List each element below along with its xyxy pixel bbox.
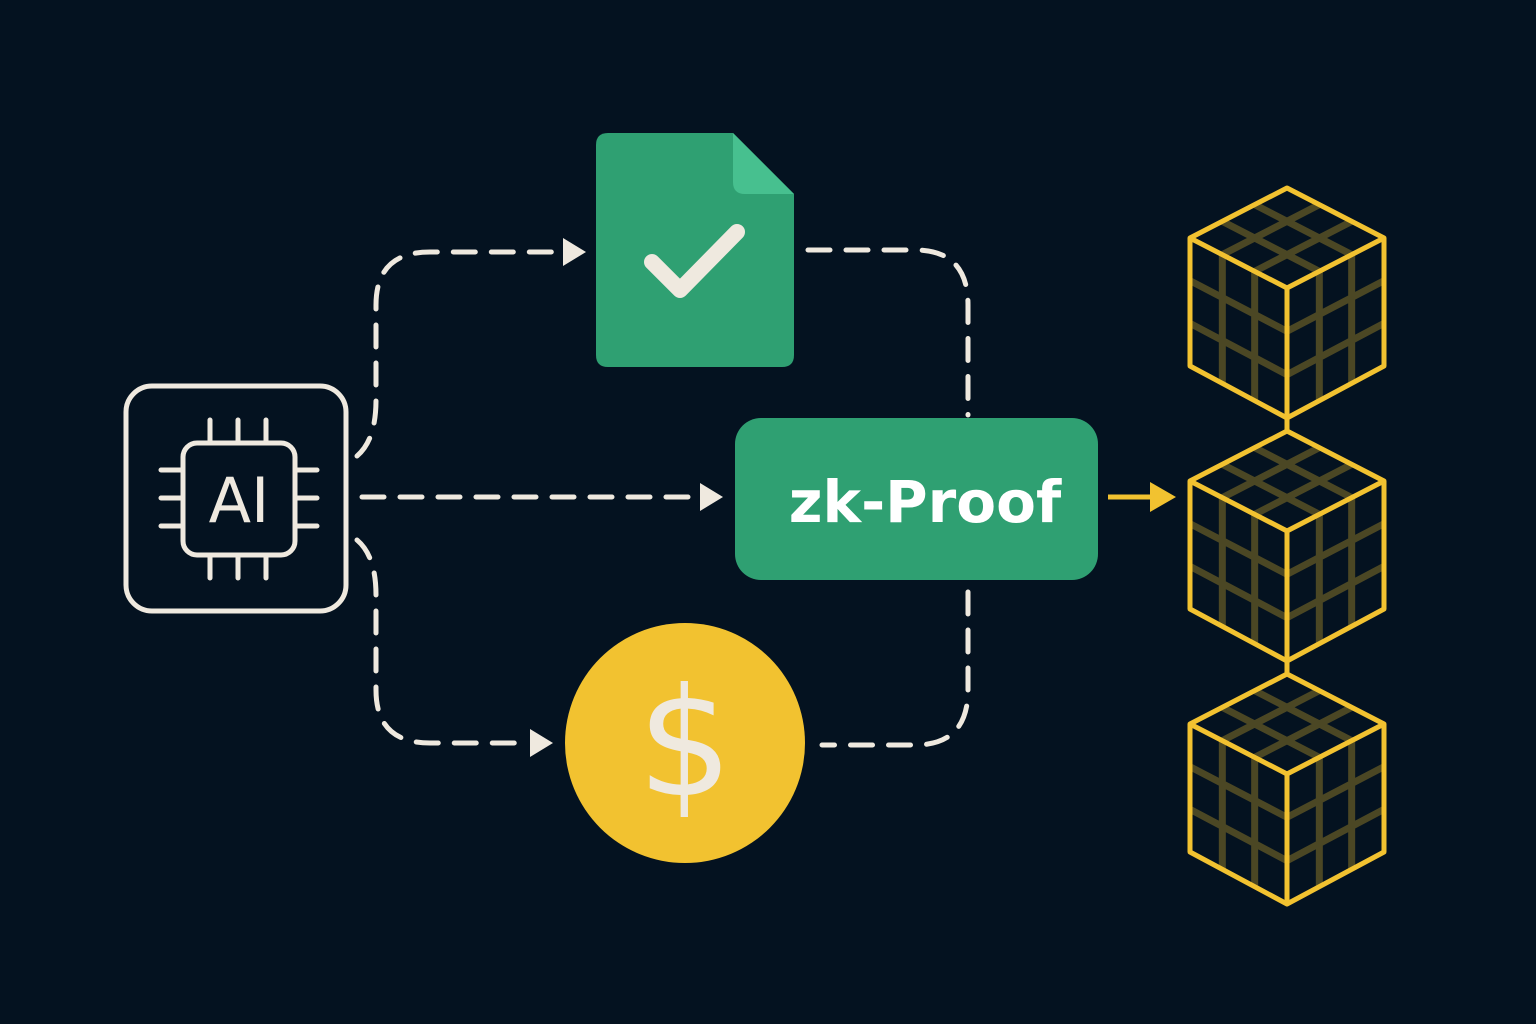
coin-label: $ bbox=[637, 657, 732, 831]
block-cube bbox=[1187, 185, 1387, 431]
connector-ai-to-coin bbox=[354, 537, 533, 746]
connector-document-to-proof bbox=[805, 247, 971, 418]
zk-proof-node: zk-Proof bbox=[735, 418, 1098, 580]
cube-outline bbox=[1187, 671, 1387, 907]
checkmark-icon bbox=[644, 224, 745, 298]
connector-ai-to-document bbox=[354, 249, 563, 459]
dollar-coin-icon: $ bbox=[565, 623, 805, 863]
ai-chip-icon: AI bbox=[123, 383, 349, 614]
arrowhead-document bbox=[563, 238, 586, 266]
blockchain-cubes-icon bbox=[1187, 185, 1387, 907]
verified-document-icon bbox=[596, 133, 794, 367]
arrowhead-proof bbox=[700, 483, 723, 511]
cube-grid bbox=[1188, 444, 1386, 644]
cube-grid bbox=[1188, 201, 1386, 401]
zk-proof-label: zk-Proof bbox=[789, 468, 1062, 536]
cube-grid bbox=[1188, 687, 1386, 887]
arrowhead-coin bbox=[530, 729, 553, 757]
block-cube bbox=[1187, 671, 1387, 907]
connector-coin-to-proof bbox=[819, 589, 971, 748]
connectors bbox=[354, 238, 971, 757]
block-cube bbox=[1187, 428, 1387, 674]
ai-chip-label: AI bbox=[209, 464, 270, 537]
proof-to-blockchain-arrow bbox=[1108, 482, 1176, 512]
